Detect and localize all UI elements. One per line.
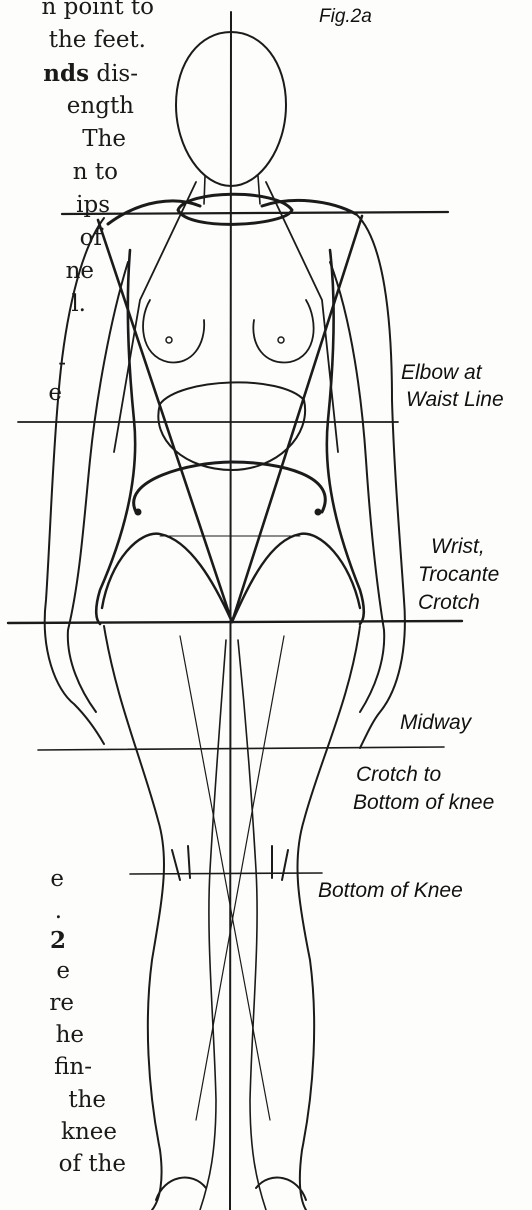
crotch-to-knee-label: Crotch to [356, 763, 442, 786]
head-outline [175, 31, 287, 187]
body-text-bold: nds [43, 60, 90, 87]
torso-triangle-right [230, 214, 364, 624]
right-foot [255, 1176, 307, 1201]
right-hip-point [314, 508, 322, 516]
bottom-of-knee-label: Bottom of Knee [318, 879, 463, 902]
body-text-line: The [82, 126, 126, 152]
hip-triangle-right [265, 181, 339, 453]
hip-arc [132, 460, 327, 514]
body-text-line: 2 [50, 929, 66, 953]
leg-guide-right [195, 635, 285, 1121]
left-arm-inner [66, 261, 129, 713]
hip-triangle-left [113, 181, 197, 453]
body-text-rest: dis- [89, 61, 138, 87]
elbow-label: Elbow at [401, 361, 482, 384]
midway-line [37, 746, 445, 751]
body-text-line: of [79, 225, 102, 251]
right-breast [252, 299, 315, 364]
abdomen-oval [157, 381, 307, 471]
neck-outline [203, 175, 261, 205]
shoulder-line [60, 210, 450, 216]
body-text-line: knee [61, 1119, 117, 1145]
body-text-bold: 2 [49, 927, 66, 954]
right-knee-detail [271, 845, 289, 881]
body-text-line: he [55, 1022, 84, 1048]
right-leg-outer [296, 625, 361, 1210]
body-text-line: of the [58, 1151, 126, 1177]
collar-outline [176, 192, 294, 226]
body-text-line: n point to [41, 0, 154, 20]
torso-left-side [94, 248, 137, 626]
leg-guide-left [179, 635, 271, 1121]
left-nipple [165, 336, 173, 344]
crotch-line [6, 619, 464, 625]
body-text-line: fin- [54, 1054, 92, 1080]
crotch-label: Crotch [418, 591, 480, 614]
body-text-line: e [56, 958, 70, 984]
body-text-line: l. [71, 291, 86, 317]
body-text-line: ength [66, 93, 134, 119]
right-arm-inner [329, 261, 386, 713]
left-arm-outer [43, 217, 105, 745]
crotch-to-knee-label-2: Bottom of knee [353, 791, 495, 814]
shoulder-curve [106, 198, 358, 226]
body-text-line: the [68, 1087, 106, 1113]
midway-label: Midway [400, 711, 472, 734]
right-nipple [277, 336, 285, 344]
trocanter-label: Trocante [418, 563, 500, 586]
body-text-line: e [50, 866, 64, 892]
left-foot [155, 1176, 207, 1201]
pelvic-curve-left [100, 532, 234, 624]
wrist-label: Wrist, [431, 535, 485, 558]
body-text-line: re [49, 990, 74, 1016]
body-text-line: nds dis- [43, 62, 138, 86]
body-text-line: n to [72, 159, 118, 185]
right-arm-outer [355, 213, 406, 749]
body-text-line: the feet. [48, 27, 146, 53]
pelvic-curve-right [230, 532, 362, 624]
torso-right-side [325, 248, 366, 626]
figure-label: Fig.2a [319, 6, 372, 27]
knee-line [129, 872, 323, 875]
body-text-line: ips [76, 192, 110, 218]
left-knee-detail [171, 845, 191, 881]
left-leg-inner [199, 639, 227, 1210]
left-leg-outer [103, 625, 165, 1210]
elbow-label-2: Waist Line [406, 388, 504, 411]
left-hip-point [134, 508, 142, 516]
body-text-line: . [54, 898, 62, 924]
center-line [229, 11, 232, 1210]
right-leg-inner [237, 639, 267, 1210]
left-breast [142, 299, 205, 364]
